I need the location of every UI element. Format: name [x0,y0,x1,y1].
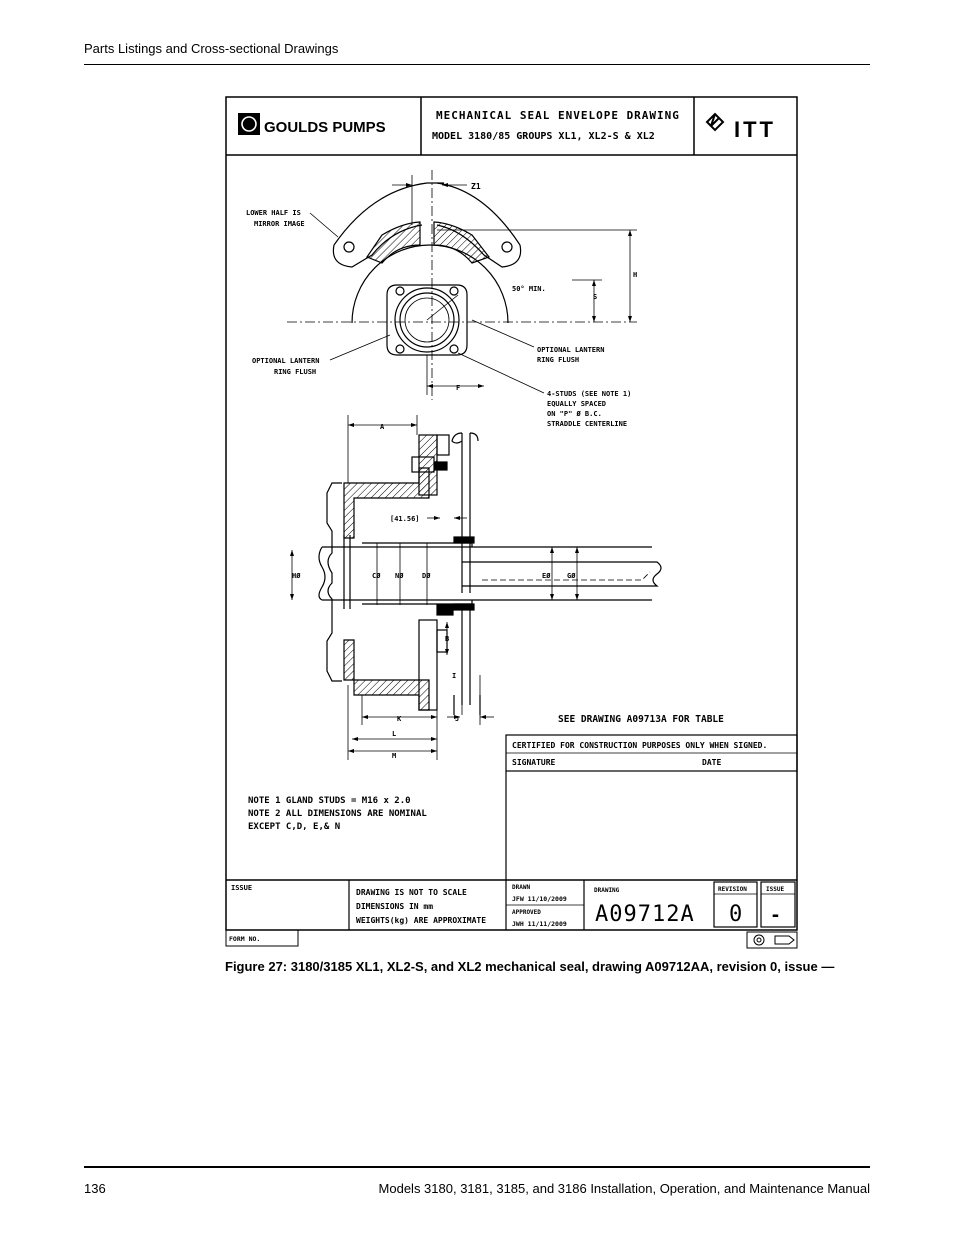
drawing-label: OPTIONAL LANTERN [537,346,604,354]
drawing-label: DRAWING [594,887,620,894]
drawing-title-line1: MECHANICAL SEAL ENVELOPE DRAWING [436,109,680,122]
drawing-label: DATE [702,758,721,767]
drawing-label: RING FLUSH [537,356,579,364]
drawing-frame [225,96,798,931]
drawing-label: DRAWN [512,884,530,891]
drawing-number: A09712A [595,902,695,927]
drawing-label: NØ [395,572,404,580]
seal-cross-section [318,432,662,715]
drawing-label: DIMENSIONS IN mm [356,902,433,911]
figure-caption: Figure 27: 3180/3185 XL1, XL2-S, and XL2… [225,959,835,974]
brand-name: ITT [734,117,776,142]
drawing-label: HØ [292,572,301,580]
drawing-label: MIRROR IMAGE [254,220,305,228]
drawing-label: S [593,293,597,301]
manual-title: Models 3180, 3181, 3185, and 3186 Instal… [378,1181,870,1196]
drawing-label: Z1 [471,182,481,191]
drawing-label: WEIGHTS(kg) ARE APPROXIMATE [356,916,486,925]
header-rule [84,64,870,65]
footer-rule [84,1166,870,1168]
note-2: NOTE 2 ALL DIMENSIONS ARE NOMINAL [248,809,427,819]
drawing-label: B [445,635,449,643]
drawing-label: OPTIONAL LANTERN [252,357,319,365]
drawing-title-line2: MODEL 3180/85 GROUPS XL1, XL2-S & XL2 [432,131,655,142]
drawing-label: REVISION [718,886,747,893]
drawing-label: J [455,715,459,723]
drawing-label: JWH 11/11/2009 [512,920,567,928]
drawing-label: FORM NO. [229,935,260,943]
drawing-label: 4-STUDS (SEE NOTE 1) [547,390,631,398]
revision-number: 0 [729,902,742,927]
engineering-drawing: GOULDS PUMPS MECHANICAL SEAL ENVELOPE DR… [222,95,802,950]
page-header: Parts Listings and Cross-sectional Drawi… [84,41,339,56]
drawing-label: ON "P" Ø B.C. [547,410,602,418]
drawing-label: DRAWING IS NOT TO SCALE [356,888,467,897]
drawing-label: M [392,752,396,760]
drawing-label: STRADDLE CENTERLINE [547,420,627,428]
drawing-label: LOWER HALF IS [246,209,301,217]
drawing-label: A [380,423,385,431]
drawing-label: 50° MIN. [512,285,546,293]
drawing-label: GØ [567,572,576,580]
projection-symbol-icon [746,931,798,949]
drawing-label: SIGNATURE [512,758,556,767]
company-name: GOULDS PUMPS [264,119,386,136]
drawing-label: H [633,271,637,279]
itt-logo: ITT [705,112,776,142]
drawing-label: L [392,730,396,738]
drawing-label: EQUALLY SPACED [547,400,606,408]
note-3: EXCEPT C,D, E,& N [248,822,340,832]
drawing-label: ISSUE [231,884,252,892]
drawing-label: RING FLUSH [274,368,316,376]
drawing-label: DØ [422,572,431,580]
drawing-label: CERTIFIED FOR CONSTRUCTION PURPOSES ONLY… [512,741,767,750]
goulds-logo: GOULDS PUMPS [238,113,386,136]
drawing-label: JFW 11/10/2009 [512,895,567,903]
drawing-label: APPROVED [512,909,541,916]
drawing-label: EØ [542,572,551,580]
drawing-label: CØ [372,572,381,580]
drawing-label: F [456,384,460,392]
drawing-label: I [452,672,456,680]
see-drawing-note: SEE DRAWING A09713A FOR TABLE [558,714,724,725]
drawing-label: [41.56] [390,515,420,523]
note-1: NOTE 1 GLAND STUDS = M16 x 2.0 [248,796,411,806]
page-number: 136 [84,1181,106,1196]
issue-value: - [770,905,781,926]
drawing-label: ISSUE [766,886,784,893]
drawing-label: K [397,715,402,723]
